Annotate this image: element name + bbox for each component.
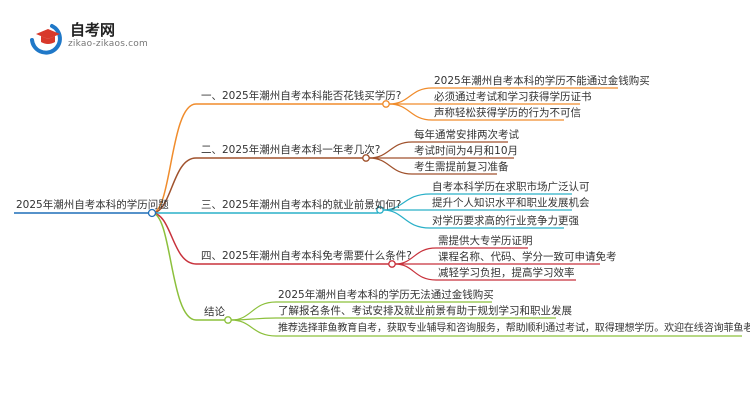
branch-1-label: 一、2025年潮州自考本科能否花钱买学历? [201, 90, 402, 102]
branch-1-item-3: 声称轻松获得学历的行为不可信 [434, 107, 581, 119]
brand-name: 自考网 [70, 21, 116, 39]
conclusion-item-2: 了解报名条件、考试安排及就业前景有助于规划学习和职业发展 [278, 305, 572, 317]
conclusion-node-dot [224, 316, 232, 324]
branch-3-label: 三、2025年潮州自考本科的就业前景如何? [201, 199, 402, 211]
branch-3-item-3: 对学历要求高的行业竞争力更强 [432, 215, 579, 227]
branch-2-label: 二、2025年潮州自考本科一年考几次? [201, 144, 381, 156]
branch-4-node-dot [388, 260, 396, 268]
root-node-dot [147, 208, 157, 218]
branch-4-item-3: 减轻学习负担，提高学习效率 [438, 267, 575, 279]
branch-1-item-2: 必须通过考试和学习获得学历证书 [434, 91, 592, 103]
site-logo[interactable]: 自考网 zikao-zikaos.com [28, 16, 148, 56]
branch-2-node-dot [362, 154, 370, 162]
branch-4-item-1: 需提供大专学历证明 [438, 235, 533, 247]
branch-2-item-2: 考试时间为4月和10月 [414, 145, 519, 157]
branch-2-item-1: 每年通常安排两次考试 [414, 129, 519, 141]
branch-1-item-1: 2025年潮州自考本科的学历不能通过金钱购买 [434, 75, 650, 87]
branch-2-item-3: 考生需提前复习准备 [414, 161, 509, 173]
brand-domain: zikao-zikaos.com [68, 39, 148, 49]
branch-1-node-dot [382, 100, 390, 108]
branch-3-node-dot [376, 206, 384, 214]
conclusion-item-3: 推荐选择菲鱼教育自考，获取专业辅导和咨询服务，帮助顺利通过考试，取得理想学历。欢… [278, 323, 750, 334]
branch-3-item-2: 提升个人知识水平和职业发展机会 [432, 197, 590, 209]
root-topic: 2025年潮州自考本科的学历问题 [16, 199, 169, 211]
branch-4-item-2: 课程名称、代码、学分一致可申请免考 [438, 251, 617, 263]
conclusion-label: 结论 [204, 306, 225, 318]
branch-4-label: 四、2025年潮州自考本科免考需要什么条件? [201, 250, 412, 262]
conclusion-item-1: 2025年潮州自考本科的学历无法通过金钱购买 [278, 289, 494, 301]
graduation-cap-icon [30, 24, 62, 55]
branch-3-item-1: 自考本科学历在求职市场广泛认可 [432, 181, 590, 193]
